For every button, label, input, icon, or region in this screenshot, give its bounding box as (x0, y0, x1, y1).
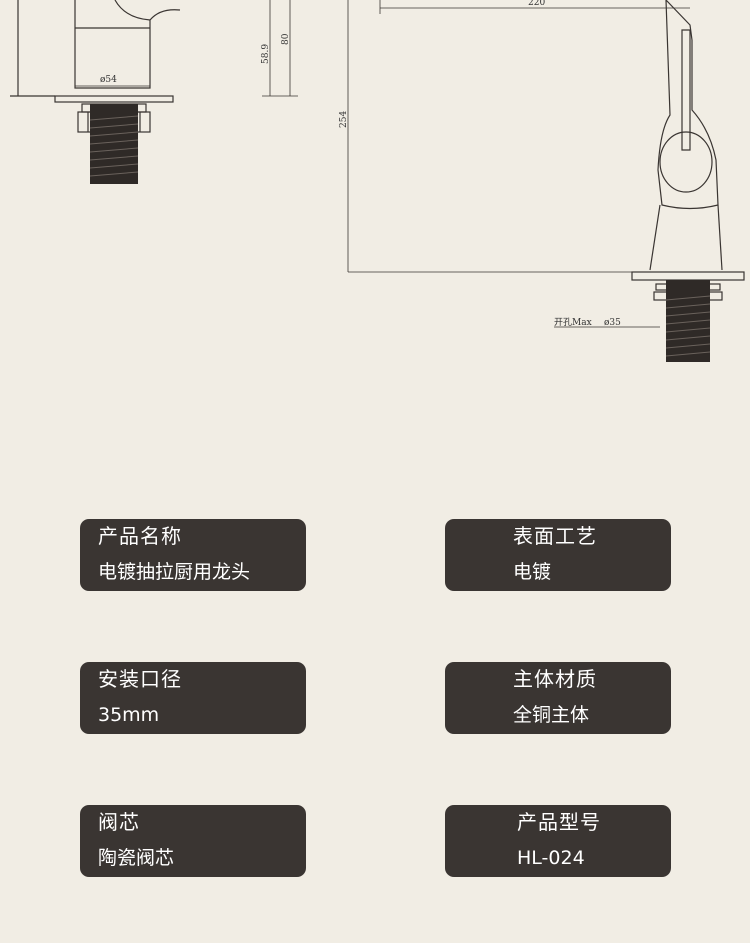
dim-254: 254 (339, 111, 349, 128)
right-threaded-shank (665, 280, 711, 362)
dim-54: ø54 (100, 75, 117, 85)
spec-title: 产品型号 (517, 810, 601, 834)
spec-valve-core: 阀芯 陶瓷阀芯 (80, 805, 306, 877)
spec-value: 全铜主体 (513, 704, 590, 726)
right-lever (681, 29, 691, 151)
spec-title: 主体材质 (513, 667, 597, 691)
spec-value: HL-024 (517, 847, 585, 869)
left-faucet-curve (114, 0, 151, 21)
spec-title: 表面工艺 (513, 524, 597, 548)
right-base-plate (631, 271, 745, 281)
dim-80: 80 (281, 33, 291, 45)
dim-220: 220 (528, 0, 545, 8)
spec-title: 产品名称 (98, 524, 182, 548)
left-threaded-shank (89, 104, 139, 184)
technical-drawing: ø54 58.9 80 (0, 0, 750, 380)
dim-58-9: 58.9 (261, 44, 271, 64)
spec-title: 阀芯 (98, 810, 140, 834)
spec-value: 陶瓷阀芯 (98, 847, 175, 869)
spec-value: 35mm (98, 704, 160, 726)
spec-value: 电镀 (513, 561, 552, 583)
spec-model-number: 产品型号 HL-024 (445, 805, 671, 877)
spec-title: 安装口径 (98, 667, 182, 691)
dim-35: ø35 (604, 318, 621, 328)
faucet-dimension-drawing: ø54 58.9 80 (10, 0, 745, 362)
spec-product-name: 产品名称 电镀抽拉厨用龙头 (80, 519, 306, 591)
spec-value: 电镀抽拉厨用龙头 (98, 561, 251, 583)
left-faucet-body (74, 0, 181, 89)
left-base-plate (54, 95, 174, 103)
spec-surface-finish: 表面工艺 电镀 (445, 519, 671, 591)
hole-label: 开孔Max (554, 317, 592, 328)
right-handle-circle (659, 131, 713, 193)
right-faucet-body (657, 0, 719, 210)
spec-body-material: 主体材质 全铜主体 (445, 662, 671, 734)
spec-install-diameter: 安装口径 35mm (80, 662, 306, 734)
